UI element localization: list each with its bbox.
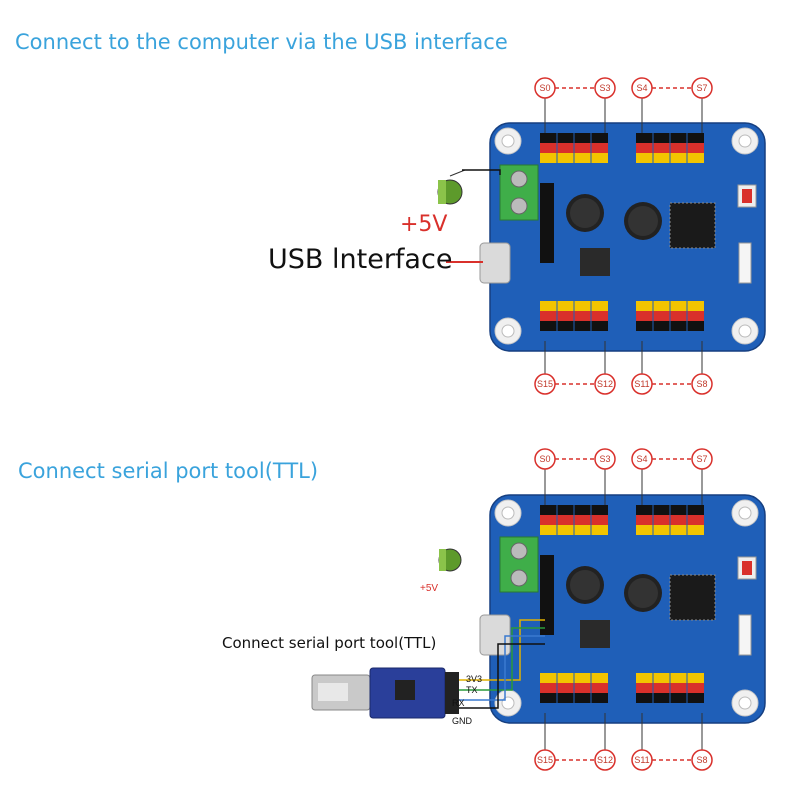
servo-label-bottom: S8 [696,755,708,765]
servo-label-bottom: S11 [634,755,650,765]
servo-label-top: S0 [539,454,551,464]
servo-label-bottom: S15 [536,379,553,389]
servo-label-bottom: S8 [696,379,708,389]
servo-label-top: S3 [599,83,611,93]
usb-interface-label: USB lnterface [268,244,453,275]
usb-ttl-adapter [311,619,545,719]
pin-label-gnd: GND [452,716,472,726]
pin-label-tx: TX [466,685,478,695]
plus5v-label: +5V [400,212,448,237]
servo-label-top: S4 [636,454,648,464]
servo-label-top: S4 [636,83,648,93]
servo-label-bottom: S15 [536,755,553,765]
pin-label-3v3: 3V3 [466,674,483,684]
usb-connection-heading: Connect to the computer via the USB inte… [15,30,508,54]
servo-label-top: S0 [539,83,551,93]
servo-label-bottom: S11 [634,379,650,389]
ttl-connection-heading: Connect serial port tool(TTL) [18,459,319,483]
battery-icon [437,169,501,205]
serial-tool-label: Connect serial port tool(TTL) [222,634,437,652]
servo-label-bottom: S12 [596,379,613,389]
pin-label-rx: RX [452,698,465,708]
plus5v-label-small: +5V [420,583,439,594]
servo-label-top: S7 [696,83,708,93]
servo-label-top: S3 [599,454,611,464]
servo-label-top: S7 [696,454,708,464]
servo-label-bottom: S12 [596,755,613,765]
